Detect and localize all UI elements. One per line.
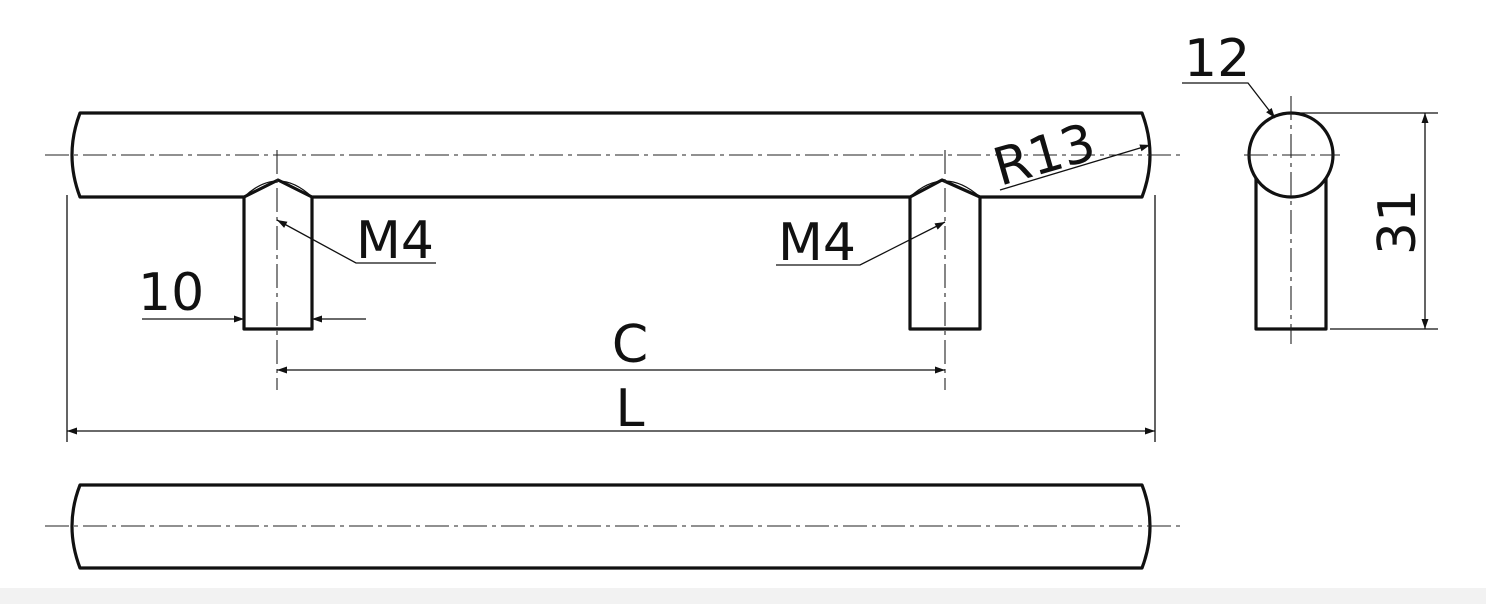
r13-label: R13: [987, 113, 1102, 199]
dim-12-label: 12: [1184, 29, 1250, 89]
m4-left-leader: [276, 219, 436, 264]
left-leg-cap: [243, 180, 313, 198]
m4-right-leader: [776, 221, 946, 266]
left-leg-outline: [242, 197, 314, 331]
dim-10-label: 10: [138, 263, 204, 323]
m4-left-label: M4: [356, 211, 434, 271]
bottom-band: [0, 588, 1486, 604]
dim-12-leader: [1182, 82, 1276, 119]
front-view: C L 10 M4 M4 R13: [45, 111, 1180, 442]
r13-leader: [999, 144, 1151, 191]
right-leg-outline: [908, 197, 982, 331]
top-bar-outline: [70, 483, 1152, 570]
side-view: 12 31: [1182, 29, 1438, 344]
m4-right-label: M4: [778, 213, 856, 273]
top-view: [45, 483, 1180, 570]
c-dimension-label: C: [612, 315, 648, 375]
dim-31-label: 31: [1368, 189, 1428, 255]
l-dimension-label: L: [616, 379, 645, 439]
